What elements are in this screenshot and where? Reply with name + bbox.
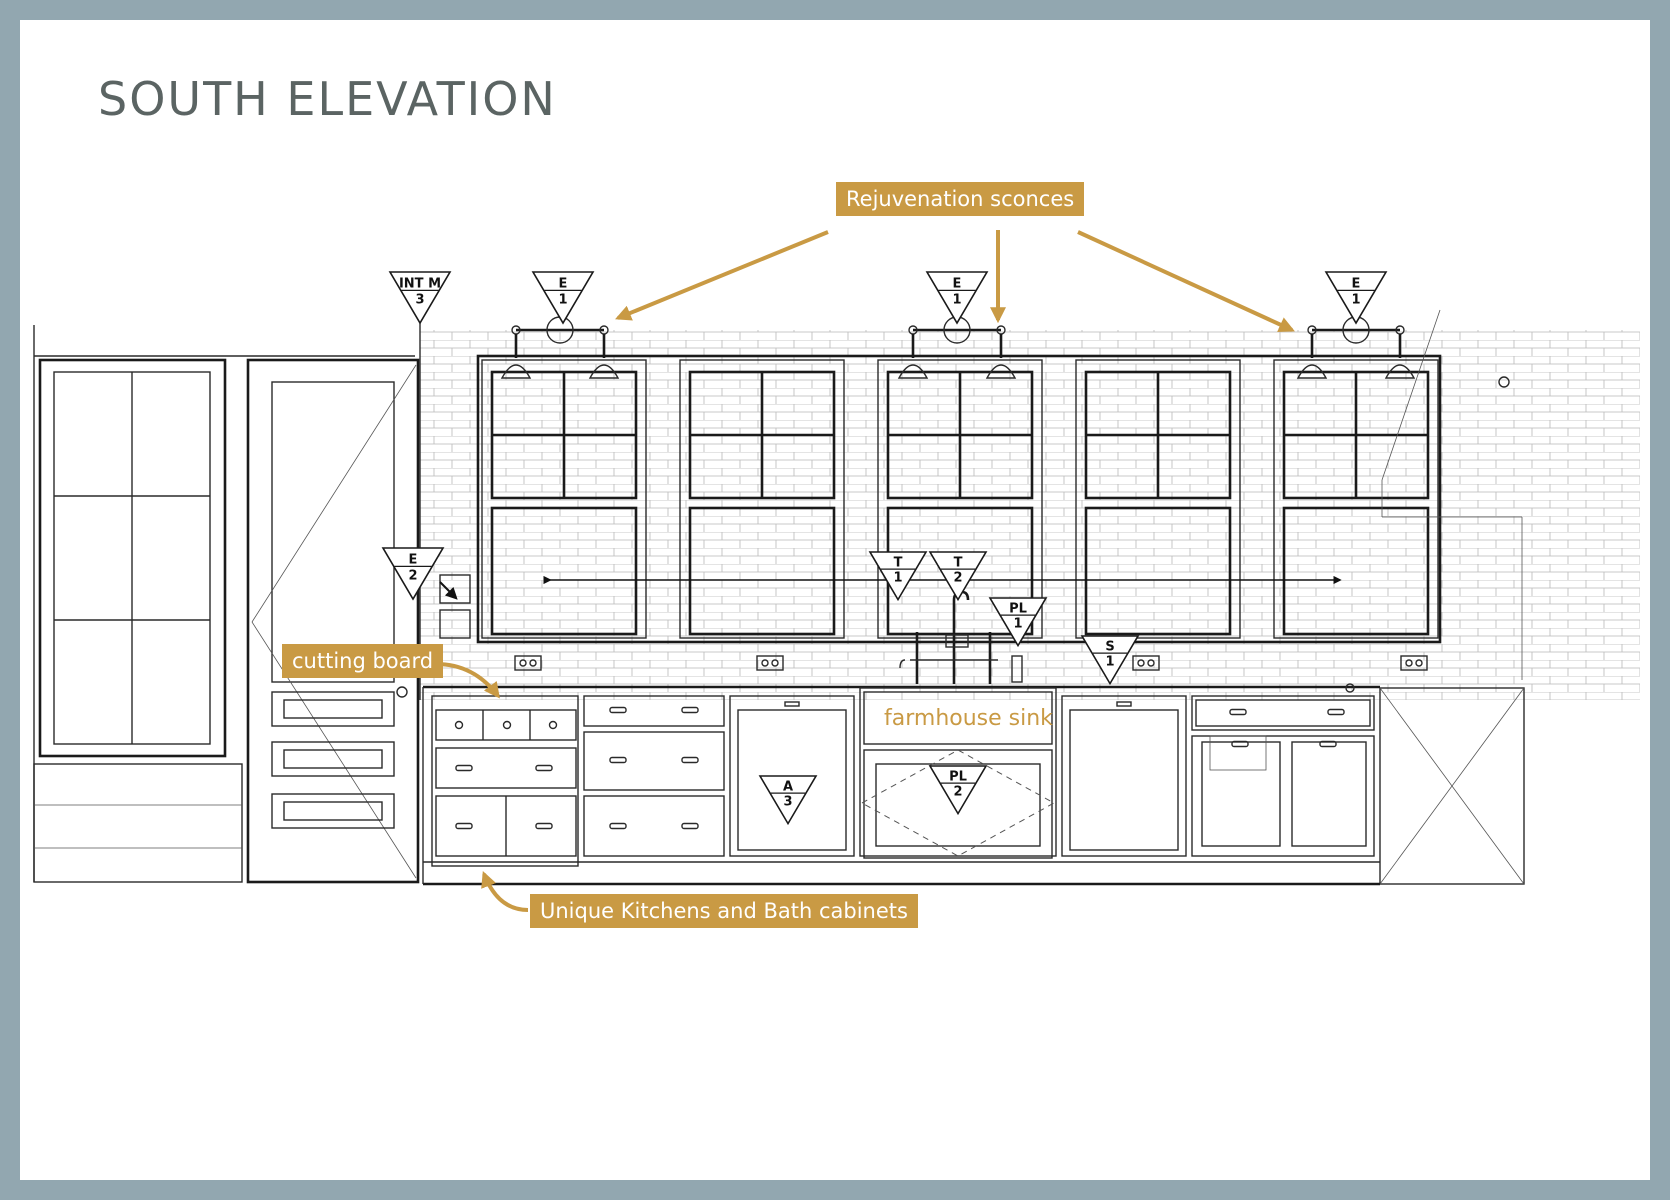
marker-number: 1 <box>893 571 902 586</box>
sconces <box>500 316 1416 379</box>
window-2 <box>679 359 845 639</box>
pantry-door <box>246 358 420 884</box>
drawing-sheet: SOUTH ELEVATION <box>20 20 1650 1180</box>
wall-switches <box>439 574 471 639</box>
marker-10: A3 <box>758 775 818 826</box>
marker-11: PL2 <box>928 765 988 816</box>
window-3 <box>877 359 1043 639</box>
marker-number: 2 <box>408 569 417 584</box>
pull-8 <box>681 756 699 764</box>
marker-number: 1 <box>558 293 567 308</box>
page-title: SOUTH ELEVATION <box>98 72 557 126</box>
marker-code: E <box>1352 276 1361 291</box>
pull-7 <box>609 756 627 764</box>
marker-number: 1 <box>952 293 961 308</box>
tall-glass-cabinet <box>33 325 415 883</box>
cabinet-pulls <box>455 706 1345 830</box>
sconce-3 <box>1296 316 1416 379</box>
outlet-4 <box>1400 655 1428 671</box>
wall-outlets <box>514 655 1428 671</box>
annotation-arrows <box>435 230 1295 912</box>
marker-number: 1 <box>1013 617 1022 632</box>
base-cabinets <box>422 683 1380 886</box>
window-1 <box>481 359 647 639</box>
marker-8: PL1 <box>988 597 1048 648</box>
marker-code: S <box>1105 639 1114 654</box>
pull-5 <box>609 706 627 714</box>
pull-11 <box>1229 708 1247 716</box>
marker-3: E1 <box>925 271 989 325</box>
window-4 <box>1075 359 1241 639</box>
marker-code: E <box>953 276 962 291</box>
pull-3 <box>455 822 473 830</box>
window-wall <box>476 354 1442 644</box>
marker-6: T1 <box>868 551 928 602</box>
marker-code: E <box>559 276 568 291</box>
pull-13 <box>1231 740 1249 748</box>
marker-code: INT M <box>399 276 441 291</box>
sconces-callout: Rejuvenation sconces <box>836 182 1085 216</box>
outlet-1 <box>514 655 542 671</box>
marker-7: T2 <box>928 551 988 602</box>
marker-code: T <box>954 555 963 570</box>
pull-4 <box>535 822 553 830</box>
outlet-3 <box>1132 655 1160 671</box>
marker-code: A <box>783 779 793 794</box>
pull-2 <box>535 764 553 772</box>
pull-14 <box>1319 740 1337 748</box>
right-tall-panel <box>1379 309 1525 885</box>
pull-9 <box>609 822 627 830</box>
marker-number: 1 <box>1351 293 1360 308</box>
sconce-2 <box>897 316 1017 379</box>
marker-code: PL <box>1009 601 1027 616</box>
marker-number: 3 <box>783 795 792 810</box>
pull-1 <box>455 764 473 772</box>
marker-5: E2 <box>381 547 445 601</box>
marker-1: INT M 3 <box>388 271 452 325</box>
marker-number: 1 <box>1105 655 1114 670</box>
cutting-board-callout: cutting board <box>282 644 444 678</box>
window-5 <box>1273 359 1439 639</box>
marker-number: 2 <box>953 785 962 800</box>
marker-code: E <box>409 552 418 567</box>
cabinets-callout: Unique Kitchens and Bath cabinets <box>530 894 918 928</box>
marker-code: T <box>894 555 903 570</box>
pull-12 <box>1327 708 1345 716</box>
marker-9: S1 <box>1080 635 1140 686</box>
farmhouse-sink-label: farmhouse sink <box>884 706 1053 731</box>
marker-number: 2 <box>953 571 962 586</box>
marker-4: E1 <box>1324 271 1388 325</box>
outlet-2 <box>756 655 784 671</box>
marker-code: PL <box>949 769 967 784</box>
sconce-1 <box>500 316 620 379</box>
marker-2: E1 <box>531 271 595 325</box>
marker-number: 3 <box>415 293 424 308</box>
pull-10 <box>681 822 699 830</box>
pull-6 <box>681 706 699 714</box>
